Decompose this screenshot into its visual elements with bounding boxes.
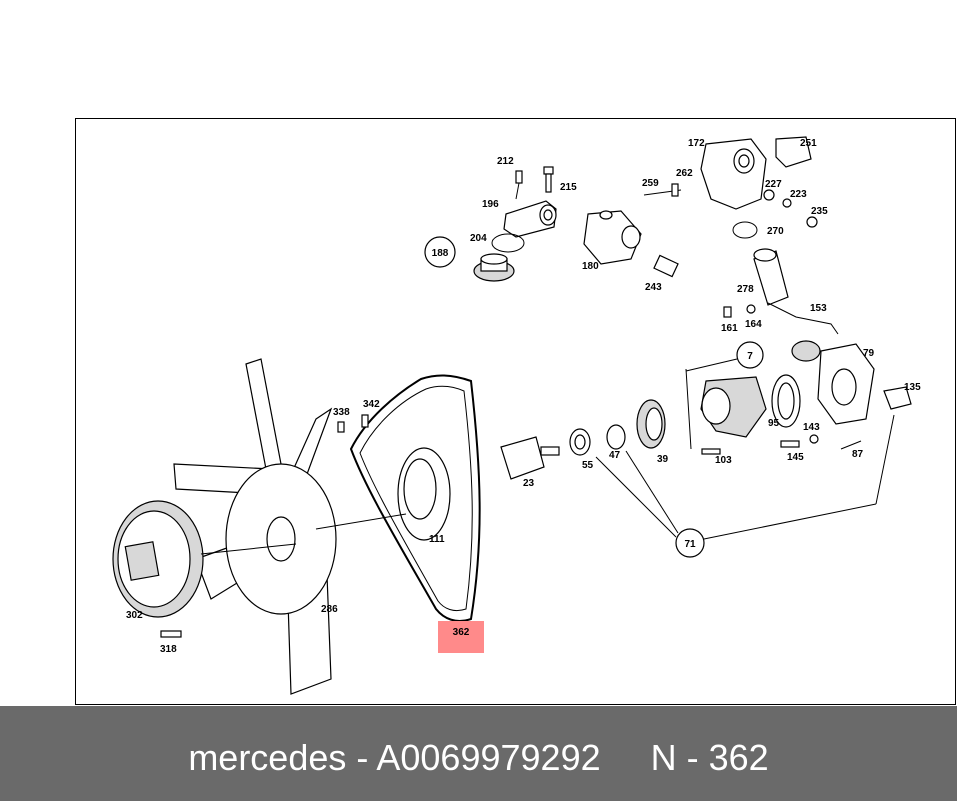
callout-188: 188	[432, 248, 449, 259]
label-39: 39	[657, 454, 669, 465]
ring-55-inner	[574, 434, 586, 450]
callout-71-leader-c	[703, 503, 877, 540]
v-belt-362-inner	[359, 385, 473, 612]
axis-line-2	[200, 543, 297, 555]
label-259: 259	[642, 178, 659, 189]
ring-227	[763, 189, 775, 201]
label-23: 23	[523, 478, 535, 489]
bolt-103	[701, 448, 721, 455]
ring-164	[746, 304, 756, 314]
footer-bar	[0, 706, 957, 801]
label-342: 342	[363, 399, 380, 410]
label-47: 47	[609, 450, 621, 461]
callout-7-circle	[736, 341, 764, 369]
label-243: 243	[645, 282, 662, 293]
pump-housing-79	[791, 340, 875, 425]
label-55: 55	[582, 460, 594, 471]
screw-235	[806, 216, 818, 228]
diagram-drawing: 188 7 71 212 215 196 204 172 251 262 259…	[112, 136, 921, 695]
label-196: 196	[482, 199, 499, 210]
label-223: 223	[790, 189, 807, 200]
label-103: 103	[715, 455, 732, 466]
label-153: 153	[810, 303, 827, 314]
label-262: 262	[676, 168, 693, 179]
bolt-262	[671, 183, 679, 197]
label-338: 338	[333, 407, 350, 418]
label-215: 215	[560, 182, 577, 193]
pulley-39	[636, 399, 666, 449]
label-135: 135	[904, 382, 921, 393]
parts-diagram: 188 7 71 212 215 196 204 172 251 262 259…	[75, 118, 956, 705]
label-204: 204	[470, 233, 487, 244]
screw-161	[723, 306, 732, 318]
label-227: 227	[765, 179, 782, 190]
callout-7-leader	[685, 358, 738, 372]
label-79: 79	[863, 348, 875, 359]
callout-7-bracket	[685, 368, 692, 450]
bolt-145	[780, 440, 800, 448]
label-95: 95	[768, 418, 780, 429]
bolt-212	[515, 170, 523, 200]
hose-278	[753, 248, 789, 306]
label-87: 87	[852, 449, 864, 460]
label-161: 161	[721, 323, 738, 334]
seal-ring-204	[491, 233, 525, 253]
label-212: 212	[497, 156, 514, 167]
label-111: 111	[429, 534, 445, 545]
v-belt-362	[349, 374, 481, 622]
ring-47	[606, 424, 626, 450]
label-143: 143	[803, 422, 820, 433]
gasket-135	[883, 386, 912, 410]
label-318: 318	[160, 644, 177, 655]
callout-7: 7	[747, 351, 753, 362]
highlight-marker	[438, 621, 484, 653]
thermostat-housing-196	[503, 200, 557, 238]
label-164: 164	[745, 319, 762, 330]
pin-87	[840, 440, 862, 450]
callout-71-circle	[675, 528, 705, 558]
footer-part-caption: mercedes - A0069979292 N - 362	[188, 737, 769, 778]
clamp-270	[732, 221, 758, 239]
callout-71-leader-d	[875, 414, 895, 505]
label-302: 302	[126, 610, 143, 621]
label-172: 172	[688, 138, 705, 149]
fan-286	[173, 358, 337, 695]
label-145: 145	[787, 452, 804, 463]
ring-143	[809, 434, 819, 444]
gasket-251	[775, 136, 812, 168]
label-278: 278	[737, 284, 754, 295]
callout-71-leader-b	[625, 450, 679, 534]
fan-clutch-302	[112, 500, 204, 618]
callout-188-circle	[424, 236, 456, 268]
bolt-342	[361, 414, 369, 428]
hub-23	[500, 436, 560, 480]
label-286: 286	[321, 604, 338, 615]
hose-243	[653, 254, 679, 278]
bolt-318	[160, 630, 182, 638]
plug-223	[782, 198, 792, 208]
label-270: 270	[767, 226, 784, 237]
pipe-153	[767, 302, 839, 335]
washer-338	[337, 421, 345, 433]
bolt-215	[543, 166, 554, 193]
label-251: 251	[800, 138, 817, 149]
housing-172	[700, 138, 767, 210]
callout-71: 71	[684, 539, 696, 550]
housing-180	[583, 210, 642, 265]
callout-71-leader-a	[595, 456, 677, 538]
highlighted-part-label: 362	[452, 627, 470, 638]
pulley-111-inner	[403, 458, 437, 520]
label-180: 180	[582, 261, 599, 272]
gasket-95-inner	[777, 382, 795, 420]
label-235: 235	[811, 206, 828, 217]
thermostat-188	[473, 253, 515, 282]
axis-line	[315, 513, 407, 530]
water-pump-7	[700, 376, 767, 438]
